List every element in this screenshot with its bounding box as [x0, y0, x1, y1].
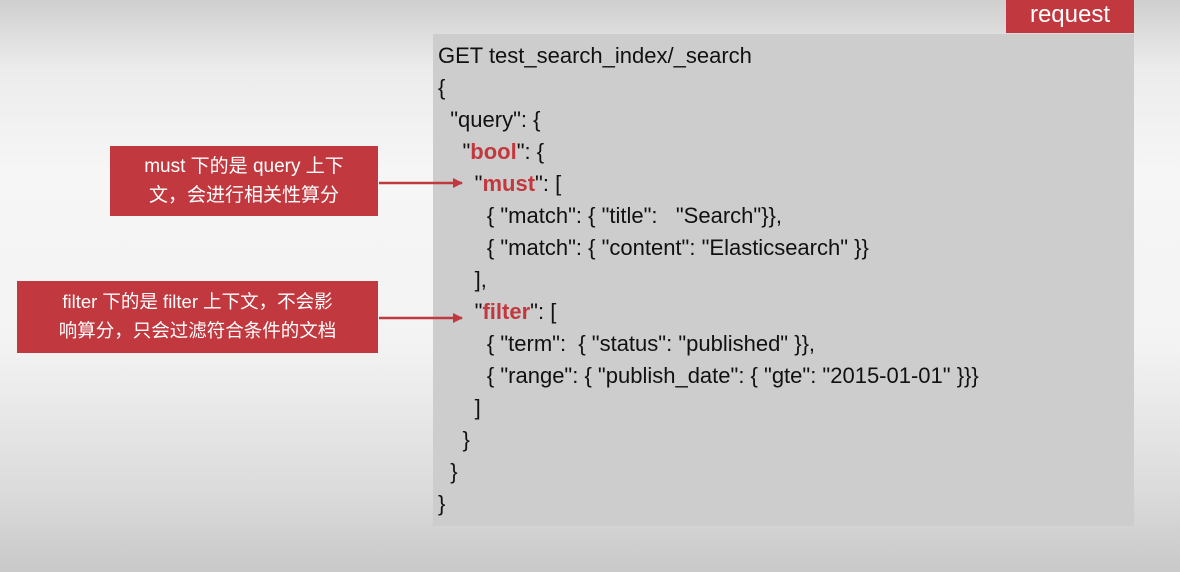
code-line-7: { "match": { "content": "Elasticsearch" …	[438, 235, 869, 260]
code-line-6: { "match": { "title": "Search"}},	[438, 203, 783, 228]
must-callout: must 下的是 query 上下 文，会进行相关性算分	[110, 146, 378, 216]
code-line-11: { "range": { "publish_date": { "gte": "2…	[438, 363, 979, 388]
code-line-14: }	[438, 459, 458, 484]
filter-callout-line-2: 响算分，只会过滤符合条件的文档	[58, 320, 337, 341]
must-callout-line-1: must 下的是 query 上下	[144, 156, 344, 177]
filter-callout-line-1: filter 下的是 filter 上下文，不会影	[62, 291, 333, 312]
request-tab: request	[1006, 0, 1134, 33]
must-keyword: must	[482, 171, 536, 196]
code-line-5: "must": [	[438, 171, 562, 196]
code-line-4: "bool": {	[438, 139, 545, 164]
code-line-3: "query": {	[438, 107, 541, 132]
filter-callout: filter 下的是 filter 上下文，不会影 响算分，只会过滤符合条件的文…	[17, 281, 378, 353]
code-line-8: ],	[438, 267, 487, 292]
code-line-10: { "term": { "status": "published" }},	[438, 331, 816, 356]
code-line-13: }	[438, 427, 470, 452]
must-callout-line-2: 文，会进行相关性算分	[148, 185, 339, 206]
code-line-1: GET test_search_index/_search	[438, 43, 752, 68]
code-line-2: {	[438, 75, 446, 100]
code-panel: GET test_search_index/_search { "query":…	[433, 34, 1134, 526]
bool-keyword: bool	[470, 139, 517, 164]
filter-keyword: filter	[482, 299, 531, 324]
code-line-15: }	[438, 491, 446, 516]
code-line-12: ]	[438, 395, 481, 420]
code-line-9: "filter": [	[438, 299, 557, 324]
